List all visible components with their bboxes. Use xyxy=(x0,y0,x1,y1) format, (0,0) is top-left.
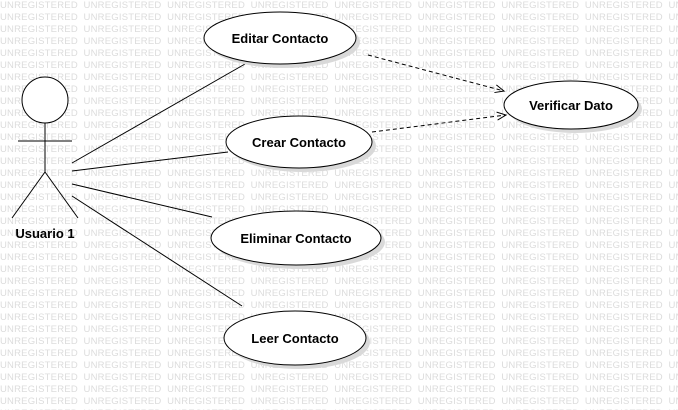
use-case-eliminar-contacto[interactable]: Eliminar Contacto xyxy=(210,210,385,269)
association-editar xyxy=(71,63,246,164)
use-case-label: Leer Contacto xyxy=(251,331,338,346)
use-case-label: Verificar Dato xyxy=(529,98,613,113)
actor-label: Usuario 1 xyxy=(15,226,74,241)
actor-left-leg xyxy=(11,171,46,219)
association-eliminar xyxy=(71,183,213,218)
use-case-editar-contacto[interactable]: Editar Contacto xyxy=(203,11,360,68)
association-leer xyxy=(71,195,243,307)
use-case-ellipse xyxy=(210,210,382,266)
associations xyxy=(71,63,246,307)
use-case-label: Eliminar Contacto xyxy=(240,231,351,246)
use-case-ellipse xyxy=(203,11,357,65)
use-case-verificar-dato[interactable]: Verificar Dato xyxy=(503,80,642,133)
association-crear xyxy=(71,151,229,172)
use-case-crear-contacto[interactable]: Crear Contacto xyxy=(225,115,376,172)
dependency-crear-verificar xyxy=(371,115,506,133)
dependencies xyxy=(367,54,506,133)
dependency-editar-verificar xyxy=(367,54,504,91)
use-case-leer-contacto[interactable]: Leer Contacto xyxy=(223,310,370,369)
use-case-ellipse xyxy=(503,80,639,130)
actor-head xyxy=(21,76,69,124)
use-case-label: Crear Contacto xyxy=(252,135,346,150)
use-case-ellipse xyxy=(223,310,367,366)
use-case-ellipse xyxy=(225,115,373,169)
actor-usuario-1[interactable]: Usuario 1 xyxy=(11,76,79,241)
actor-right-leg xyxy=(44,171,79,219)
use-case-label: Editar Contacto xyxy=(232,31,329,46)
